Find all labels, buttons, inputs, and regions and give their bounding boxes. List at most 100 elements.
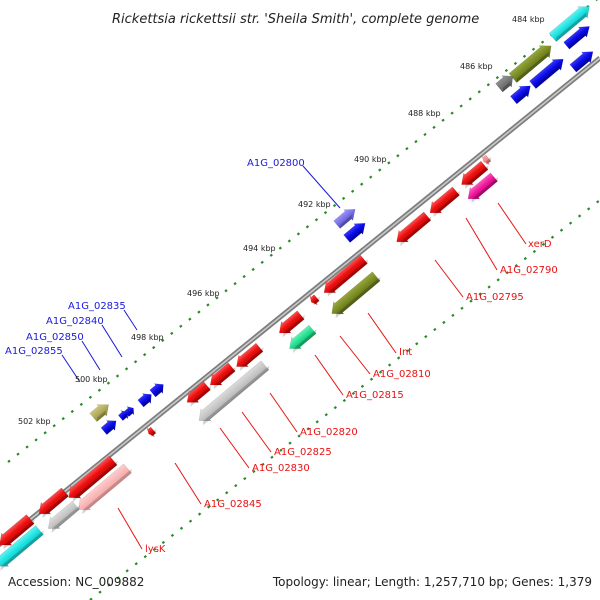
gene-cyan-lower-body[interactable] xyxy=(0,524,45,572)
gene-A1G_02835[interactable] xyxy=(136,390,155,409)
gene-cyan-lower[interactable] xyxy=(0,522,47,572)
gene-xerD[interactable] xyxy=(463,169,501,204)
gene-A1G_02850-shade xyxy=(122,413,127,421)
gene-label-xerD[interactable]: xerD xyxy=(528,239,552,250)
kbp-label-502: 502 kbp xyxy=(18,417,51,426)
gene-A1G_02815-red-body[interactable] xyxy=(274,309,305,338)
gene-small-red-1-body[interactable] xyxy=(307,293,320,307)
gene-A1G_02800-violet[interactable] xyxy=(332,204,359,230)
gene-small-pink[interactable] xyxy=(480,152,495,167)
kbp-label-498: 498 kbp xyxy=(131,333,164,342)
gene-A1G_02815-red[interactable] xyxy=(274,307,307,338)
gene-khaki-forward-body[interactable] xyxy=(89,399,114,423)
gene-small-red-1[interactable] xyxy=(307,291,322,307)
gene-A1G_02825-body[interactable] xyxy=(205,361,236,390)
gene-A1G_02830-body[interactable] xyxy=(182,380,212,408)
gene-grey-long[interactable] xyxy=(194,357,272,426)
gene-label-A1G_02810[interactable]: A1G_02810 xyxy=(373,369,431,380)
gene-red-lower-1[interactable] xyxy=(64,452,121,503)
gene-A1G_02840[interactable] xyxy=(123,404,137,418)
gene-A1G_02820-body[interactable] xyxy=(232,342,265,373)
gene-lysK-body[interactable] xyxy=(73,462,132,515)
gene-A1G_02790-left[interactable] xyxy=(425,183,463,218)
gene-dgrey-forward-body[interactable] xyxy=(494,70,517,93)
gene-A1G_02835-body[interactable] xyxy=(136,390,155,409)
gene-A1G_02845-body[interactable] xyxy=(145,425,157,438)
gene-A1G_02840-body[interactable] xyxy=(123,404,137,418)
gene-grey-lower-body[interactable] xyxy=(43,500,80,535)
gene-A1G_02815-body[interactable] xyxy=(285,324,318,355)
gene-blue-forward-3-body[interactable] xyxy=(509,81,535,106)
leader-A1G_02820 xyxy=(269,392,298,433)
gene-label-A1G_02850[interactable]: A1G_02850 xyxy=(26,332,84,343)
gene-blue-forward-5[interactable] xyxy=(148,380,167,399)
gene-A1G_02800-blue-body[interactable] xyxy=(342,218,369,244)
gene-label-A1G_02840[interactable]: A1G_02840 xyxy=(46,316,104,327)
gene-blue-forward-1[interactable] xyxy=(562,21,593,50)
gene-grey-lower-shade xyxy=(51,505,80,533)
gene-label-A1G_02830[interactable]: A1G_02830 xyxy=(252,463,310,474)
gene-cyan-forward-1-body[interactable] xyxy=(548,1,594,43)
gene-khaki-forward[interactable] xyxy=(89,399,114,423)
gene-A1G_02810-shade xyxy=(335,276,381,319)
leader-Int xyxy=(367,312,397,354)
gene-label-A1G_02835[interactable]: A1G_02835 xyxy=(68,301,126,312)
gene-grey-lower[interactable] xyxy=(43,498,83,535)
gene-Int[interactable] xyxy=(319,252,371,299)
gene-grey-long-body[interactable] xyxy=(194,359,270,427)
gene-olive-forward[interactable] xyxy=(508,40,557,84)
gene-lysK[interactable] xyxy=(73,460,135,515)
kbp-labels: 484 kbp 486 kbp 488 kbp 490 kbp 492 kbp … xyxy=(18,15,545,426)
gene-A1G_02790[interactable] xyxy=(457,158,492,191)
label-leader-lines xyxy=(61,165,527,550)
gene-xerD-body[interactable] xyxy=(463,171,499,204)
gene-cyan-forward-1[interactable] xyxy=(548,1,594,43)
gene-small-pink-body[interactable] xyxy=(480,153,492,166)
gene-A1G_02850-body[interactable] xyxy=(117,408,131,422)
gene-A1G_02820[interactable] xyxy=(232,340,267,373)
leader-xerD xyxy=(497,202,527,245)
gene-A1G_02830[interactable] xyxy=(182,378,214,408)
gene-red-lower-2[interactable] xyxy=(34,484,72,519)
gene-label-Int[interactable]: Int xyxy=(399,347,412,358)
gene-blue-forward-4-body[interactable] xyxy=(569,46,598,73)
gene-A1G_02825[interactable] xyxy=(205,359,238,390)
gene-A1G_02790-left-body[interactable] xyxy=(425,185,461,218)
gene-A1G_02800-violet-body[interactable] xyxy=(332,204,359,230)
gene-red-lower-3[interactable] xyxy=(0,511,38,551)
gene-A1G_02800-blue[interactable] xyxy=(342,218,369,244)
gene-blue-forward-1-body[interactable] xyxy=(562,21,593,50)
gene-label-A1G_02795[interactable]: A1G_02795 xyxy=(466,292,524,303)
gene-A1G_02795[interactable] xyxy=(392,208,435,247)
leader-A1G_02855 xyxy=(61,354,81,383)
gene-label-A1G_02845[interactable]: A1G_02845 xyxy=(204,499,262,510)
gene-blue-forward-2-body[interactable] xyxy=(528,54,568,90)
gene-A1G_02855[interactable] xyxy=(100,416,121,436)
gene-olive-forward-body[interactable] xyxy=(508,40,557,84)
gene-red-lower-1-body[interactable] xyxy=(64,454,119,504)
gene-A1G_02850[interactable] xyxy=(117,408,131,422)
gene-red-lower-3-body[interactable] xyxy=(0,513,35,551)
gene-label-lysK[interactable]: lysK xyxy=(145,544,166,555)
gene-A1G_02815[interactable] xyxy=(285,322,320,355)
gene-dgrey-forward[interactable] xyxy=(494,70,517,93)
gene-blue-forward-2[interactable] xyxy=(528,54,568,90)
gene-A1G_02790-body[interactable] xyxy=(457,160,490,191)
gene-blue-forward-5-body[interactable] xyxy=(148,380,167,399)
gene-Int-body[interactable] xyxy=(319,254,368,299)
gene-blue-forward-4[interactable] xyxy=(569,46,598,73)
gene-label-A1G_02825[interactable]: A1G_02825 xyxy=(274,447,332,458)
gene-A1G_02810[interactable] xyxy=(327,268,384,319)
gene-blue-forward-3[interactable] xyxy=(509,81,535,106)
gene-red-lower-2-body[interactable] xyxy=(34,486,70,519)
gene-label-A1G_02820[interactable]: A1G_02820 xyxy=(300,427,358,438)
gene-blue-forward-1-shade xyxy=(569,31,586,50)
gene-A1G_02810-body[interactable] xyxy=(327,270,382,320)
gene-label-A1G_02855[interactable]: A1G_02855 xyxy=(5,346,63,357)
gene-A1G_02795-body[interactable] xyxy=(392,210,432,247)
gene-label-A1G_02815[interactable]: A1G_02815 xyxy=(346,390,404,401)
gene-label-A1G_02790[interactable]: A1G_02790 xyxy=(500,265,558,276)
gene-A1G_02855-body[interactable] xyxy=(100,416,121,436)
gene-A1G_02845[interactable] xyxy=(145,424,160,439)
gene-label-A1G_02800[interactable]: A1G_02800 xyxy=(247,158,305,169)
